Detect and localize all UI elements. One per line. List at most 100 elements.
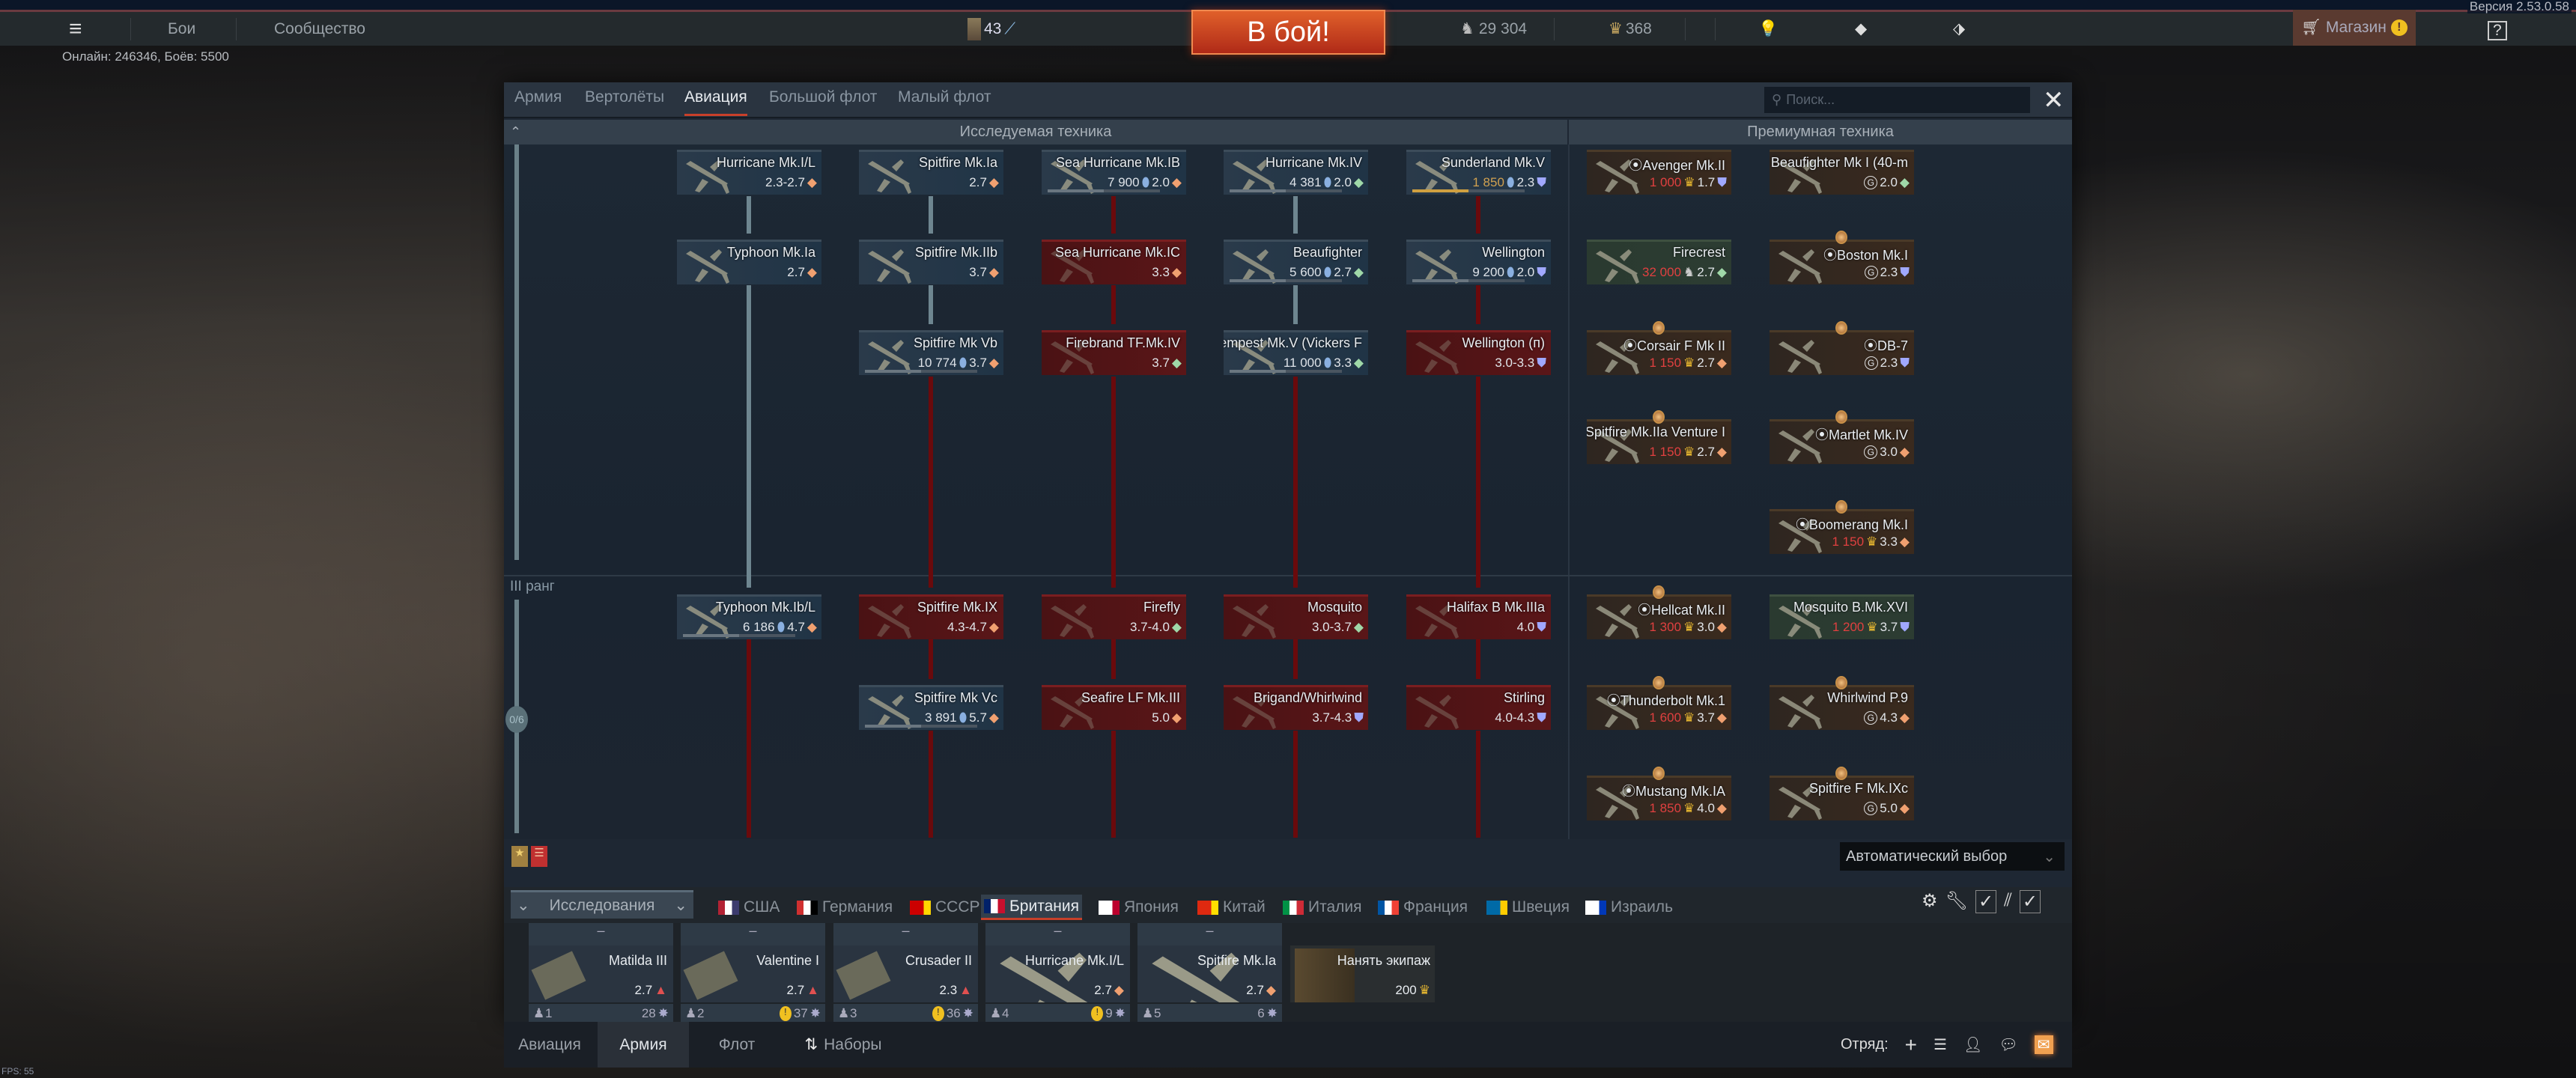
crew-slot[interactable]: – Crusader II 2.3▲ ♟ 3 !36✸ — [833, 923, 978, 1023]
vehicle-card[interactable]: Spitfire Mk.Ia 2.7◆ — [859, 150, 1003, 195]
tab-helicopters[interactable]: Вертолёты — [585, 88, 665, 106]
vehicle-card[interactable]: Whirlwind P.9 G 4.3◆ — [1770, 685, 1914, 730]
vehicle-card[interactable]: Spitfire Mk.IIa Venture I 1 150♛ 2.7◆ — [1587, 419, 1731, 464]
community-menu[interactable]: Сообщество — [274, 19, 365, 37]
chat-icon[interactable]: 💬︎ — [1999, 1037, 2018, 1053]
nation-tab[interactable]: Китай — [1194, 895, 1269, 920]
crew-vehicle-card[interactable]: Crusader II 2.3▲ — [833, 945, 978, 1002]
bottom-tab-fleet[interactable]: Флот — [718, 1035, 756, 1053]
vehicle-card[interactable]: ⦿Mustang Mk.IA 1 850♛ 4.0◆ — [1587, 776, 1731, 820]
nation-tab[interactable]: Британия — [981, 895, 1082, 920]
vehicle-card[interactable]: Hurricane Mk.I/L 2.3-2.7◆ — [677, 150, 821, 195]
vehicle-card[interactable]: Firebrand TF.Mk.IV 3.7◆ — [1042, 330, 1186, 375]
tab-bluewater-fleet[interactable]: Большой флот — [769, 88, 878, 106]
vehicle-card[interactable]: Mosquito 3.0-3.7◆ — [1224, 594, 1368, 639]
profile-button[interactable]: 43 ⟋ — [967, 12, 1015, 46]
vehicle-card[interactable]: Stirling 4.0-4.3⛊ — [1406, 685, 1551, 730]
tab-aviation[interactable]: Авиация — [684, 88, 747, 116]
close-icon[interactable]: ✕ — [2043, 86, 2065, 115]
vehicle-card[interactable]: ⦿Avenger Mk.II 1 000♛ 1.7⛊ — [1587, 150, 1731, 195]
vehicle-card[interactable]: Mosquito B.Mk.XVI 1 200♛ 3.7⛊ — [1770, 594, 1914, 639]
vehicle-card[interactable]: Sea Hurricane Mk.IC 3.3◆ — [1042, 240, 1186, 284]
vehicle-card[interactable]: ⦿Thunderbolt Mk.1 1 600♛ 3.7◆ — [1587, 685, 1731, 730]
vehicle-card[interactable]: Halifax B Mk.IIIa 4.0⛊ — [1406, 594, 1551, 639]
gear-icon[interactable]: ⚙ — [1922, 891, 1938, 911]
battles-menu[interactable]: Бои — [168, 19, 196, 37]
vehicle-card[interactable]: Beaufighter 5 600⬮ 2.7◆ — [1224, 240, 1368, 284]
vehicle-card[interactable]: Seafire LF Mk.III 5.0◆ — [1042, 685, 1186, 730]
crew-vehicle-card[interactable]: Hurricane Mk.I/L 2.7◆ — [985, 945, 1130, 1002]
vehicle-card[interactable]: ⦿Hellcat Mk.II 1 300♛ 3.0◆ — [1587, 594, 1731, 639]
help-icon[interactable]: ? — [2488, 21, 2507, 40]
contacts-icon[interactable]: 👤︎ — [1963, 1037, 1983, 1053]
crew-slot[interactable]: – Spitfire Mk.Ia 2.7◆ ♟ 5 6✸ — [1137, 923, 1282, 1023]
auto-select-dropdown[interactable]: Автоматический выбор ⌄ — [1840, 842, 2065, 871]
crew-slot[interactable]: – Hurricane Mk.I/L 2.7◆ ♟ 4 !9✸ — [985, 923, 1130, 1023]
nation-tab[interactable]: США — [715, 895, 783, 920]
crew-vehicle-card[interactable]: Valentine I 2.7▲ — [681, 945, 825, 1002]
nation-tab[interactable]: Германия — [794, 895, 896, 920]
vehicle-card[interactable]: Beaufighter Mk I (40-m G 2.0◆ — [1770, 150, 1914, 195]
nation-tab[interactable]: СССР — [907, 895, 983, 920]
vehicle-card[interactable]: Spitfire Mk.IX 4.3-4.7◆ — [859, 594, 1003, 639]
vehicle-card[interactable]: ⦿Corsair F Mk II 1 150♛ 2.7◆ — [1587, 330, 1731, 375]
tab-coastal-fleet[interactable]: Малый флот — [898, 88, 991, 106]
nation-tab[interactable]: Италия — [1280, 895, 1365, 920]
to-battle-button[interactable]: В бой! — [1191, 10, 1385, 55]
list-icon[interactable]: ☰ — [1933, 1037, 1947, 1053]
wrench-icon[interactable]: 🔧︎ — [1945, 891, 1968, 911]
crew-vehicle-card[interactable]: Spitfire Mk.Ia 2.7◆ — [1137, 945, 1282, 1002]
hire-crew-button[interactable]: Нанять экипаж 200♛ — [1290, 923, 1435, 1002]
repair-checkbox[interactable]: ✓ — [1975, 890, 1997, 913]
vehicle-card[interactable]: Wellington (п) 3.0-3.3⛊ — [1406, 330, 1551, 375]
vehicle-card[interactable]: Spitfire Mk Vc 3 891⬮ 5.7◆ — [859, 685, 1003, 730]
search-input[interactable]: ⚲ Поиск... — [1764, 87, 2030, 113]
vehicle-card[interactable]: Wellington 9 200⬮ 2.0⛊ — [1406, 240, 1551, 284]
vehicle-card[interactable]: Typhoon Mk.Ib/L 6 186⬮ 4.7◆ — [677, 594, 821, 639]
bottom-tab-aviation[interactable]: Авиация — [518, 1035, 581, 1053]
tech-tree[interactable]: III ранг 0/6 Hurricane Mk.I/L 2.3-2.7◆Sp… — [504, 144, 2072, 839]
research-dropdown[interactable]: ⌄ Исследования ⌄ — [511, 890, 693, 919]
vehicle-card[interactable]: Brigand/Whirlwind 3.7-4.3⛊ — [1224, 685, 1368, 730]
silver-lions[interactable]: ♞ 29 304 — [1460, 12, 1527, 46]
nation-tab[interactable]: Швеция — [1483, 895, 1573, 920]
bottom-tab-presets[interactable]: ⇅ Наборы — [787, 1022, 899, 1068]
nation-tab[interactable]: Израиль — [1582, 895, 1676, 920]
collapse-icon[interactable]: ⌃ — [510, 124, 522, 139]
diamond-icon[interactable]: ◆ — [1855, 20, 1868, 37]
lightbulb-icon[interactable]: 💡 — [1758, 19, 1778, 37]
vehicle-card[interactable]: ⦿DB-7 G 2.3⛊ — [1770, 330, 1914, 375]
coupon-icon[interactable]: ⬗ — [1953, 20, 1966, 37]
crew-slot[interactable]: – Valentine I 2.7▲ ♟ 2 !37✸ — [681, 923, 825, 1023]
hamburger-icon[interactable]: ≡ — [69, 16, 82, 41]
vehicle-card[interactable]: Firecrest 32 000♞ 2.7◆ — [1587, 240, 1731, 284]
vehicle-card[interactable]: Typhoon Mk.Ia 2.7◆ — [677, 240, 821, 284]
plus-icon[interactable]: + — [1904, 1032, 1918, 1056]
bottom-tab-army[interactable]: Армия — [598, 1022, 689, 1068]
vehicle-card[interactable]: Sunderland Mk.V 1 850⬮ 2.3⛊ — [1406, 150, 1551, 195]
vehicle-card[interactable]: ⦿Boomerang Mk.I 1 150♛ 3.3◆ — [1770, 509, 1914, 554]
vehicle-card[interactable]: Tempest Mk.V (Vickers F 11 000⬮ 3.3◆ — [1224, 330, 1368, 375]
tank-image — [683, 951, 738, 1000]
nation-tab[interactable]: Франция — [1375, 895, 1471, 920]
crew-slot[interactable]: – Matilda III 2.7▲ ♟ 1 28✸ — [529, 923, 673, 1023]
tab-army[interactable]: Армия — [514, 88, 562, 106]
vehicle-stats: 4.3-4.7◆ — [947, 620, 999, 635]
vehicle-card[interactable]: Firefly 3.7-4.0◆ — [1042, 594, 1186, 639]
vehicle-card[interactable]: Sea Hurricane Mk.IB 7 900⬮ 2.0◆ — [1042, 150, 1186, 195]
vehicle-card[interactable]: ⦿Martlet Mk.IV G 3.0◆ — [1770, 419, 1914, 464]
mail-icon[interactable]: ✉ — [2034, 1035, 2053, 1054]
ammo-icon[interactable]: ⫽ — [2004, 890, 2012, 910]
ammo-checkbox[interactable]: ✓ — [2019, 890, 2041, 913]
golden-eagles[interactable]: ♛ 368 — [1609, 12, 1652, 46]
vehicle-card[interactable]: Hurricane Mk.IV 4 381⬮ 2.0◆ — [1224, 150, 1368, 195]
shop-button[interactable]: 🛒︎ Магазин ! — [2293, 10, 2416, 46]
vehicle-stats: 4.0⛊ — [1517, 620, 1546, 635]
vehicle-card[interactable]: Spitfire Mk.IIb 3.7◆ — [859, 240, 1003, 284]
vehicle-card[interactable]: ⦿Boston Mk.I G 2.3⛊ — [1770, 240, 1914, 284]
vehicle-card[interactable]: Spitfire F Mk.IXc G 5.0◆ — [1770, 776, 1914, 820]
nation-tab[interactable]: Япония — [1096, 895, 1182, 920]
vehicle-card[interactable]: Spitfire Mk Vb 10 774⬮ 3.7◆ — [859, 330, 1003, 375]
crew-vehicle-card[interactable]: Matilda III 2.7▲ — [529, 945, 673, 1002]
